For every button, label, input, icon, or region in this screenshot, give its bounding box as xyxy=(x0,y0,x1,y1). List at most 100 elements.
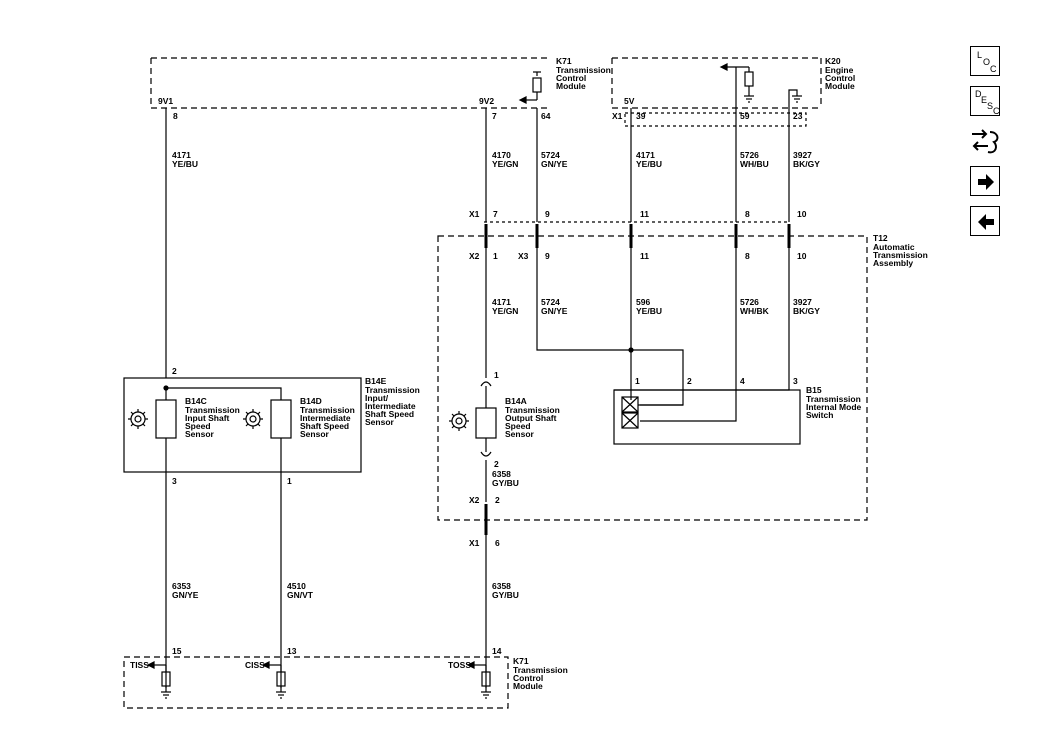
svg-text:X1: X1 xyxy=(469,538,480,548)
svg-text:11: 11 xyxy=(640,251,649,261)
svg-text:64: 64 xyxy=(541,111,551,121)
svg-text:6: 6 xyxy=(495,538,500,548)
connector-view-icon[interactable] xyxy=(970,124,1004,158)
svg-text:15: 15 xyxy=(172,646,182,656)
svg-text:GY/BU: GY/BU xyxy=(492,478,519,488)
toss-input-circuit xyxy=(466,661,491,699)
svg-text:Transmission: Transmission xyxy=(300,405,355,415)
svg-text:Module: Module xyxy=(825,81,855,91)
svg-text:1: 1 xyxy=(287,476,292,486)
svg-text:S: S xyxy=(987,101,993,111)
next-arrow-button[interactable] xyxy=(970,166,1000,196)
b14a-connector-bottom xyxy=(480,451,492,457)
svg-text:2: 2 xyxy=(687,376,692,386)
svg-text:Transmission: Transmission xyxy=(873,250,928,260)
svg-text:Sensor: Sensor xyxy=(505,429,535,439)
svg-text:13: 13 xyxy=(287,646,297,656)
svg-text:Input Shaft: Input Shaft xyxy=(185,413,230,423)
svg-text:9: 9 xyxy=(545,209,550,219)
svg-text:YE/BU: YE/BU xyxy=(636,306,662,316)
svg-text:Sensor: Sensor xyxy=(185,429,215,439)
svg-text:6353: 6353 xyxy=(172,581,191,591)
svg-text:10: 10 xyxy=(797,209,807,219)
t12-ref: T12 xyxy=(873,233,888,243)
svg-text:Automatic: Automatic xyxy=(873,242,915,252)
svg-text:Output Shaft: Output Shaft xyxy=(505,413,557,423)
svg-text:Module: Module xyxy=(556,81,586,91)
svg-text:Speed: Speed xyxy=(185,421,211,431)
svg-text:Transmission: Transmission xyxy=(556,65,611,75)
svg-text:1: 1 xyxy=(494,370,499,380)
svg-text:4: 4 xyxy=(740,376,745,386)
svg-text:X1: X1 xyxy=(469,209,480,219)
svg-text:5724: 5724 xyxy=(541,150,560,160)
svg-text:6358: 6358 xyxy=(492,469,511,479)
svg-text:Sensor: Sensor xyxy=(300,429,330,439)
x1-x2-connector xyxy=(484,224,791,248)
svg-text:3: 3 xyxy=(172,476,177,486)
svg-text:8: 8 xyxy=(745,209,750,219)
svg-text:1: 1 xyxy=(493,251,498,261)
svg-text:E: E xyxy=(981,95,987,105)
b14d-body xyxy=(270,399,292,439)
svg-text:Control: Control xyxy=(825,73,855,83)
svg-text:Switch: Switch xyxy=(806,410,833,420)
svg-text:D: D xyxy=(975,89,982,99)
svg-text:Shaft Speed: Shaft Speed xyxy=(300,421,349,431)
ciss-input-circuit xyxy=(261,661,286,699)
svg-text:GN/VT: GN/VT xyxy=(287,590,314,600)
svg-text:10: 10 xyxy=(797,251,807,261)
svg-text:WH/BK: WH/BK xyxy=(740,306,770,316)
k71-bottom-ref: K71 xyxy=(513,656,529,666)
svg-text:4171: 4171 xyxy=(492,297,511,307)
svg-text:Sensor: Sensor xyxy=(365,417,395,427)
svg-text:8: 8 xyxy=(173,111,178,121)
svg-text:14: 14 xyxy=(492,646,502,656)
svg-text:X2: X2 xyxy=(469,495,480,505)
k71-top-ref: K71 xyxy=(556,56,572,66)
wire-5726-mid xyxy=(640,248,737,422)
svg-text:YE/GN: YE/GN xyxy=(492,306,518,316)
loc-button[interactable]: L O C xyxy=(970,46,1000,76)
svg-text:YE/BU: YE/BU xyxy=(636,159,662,169)
svg-text:11: 11 xyxy=(640,209,649,219)
svg-text:YE/BU: YE/BU xyxy=(172,159,198,169)
svg-text:5726: 5726 xyxy=(740,297,759,307)
svg-text:Control: Control xyxy=(556,73,586,83)
svg-text:7: 7 xyxy=(492,111,497,121)
b15-switch-body xyxy=(613,389,801,445)
svg-text:Transmission: Transmission xyxy=(505,405,560,415)
svg-text:Intermediate: Intermediate xyxy=(365,401,416,411)
b15-ref: B15 xyxy=(806,385,822,395)
b14c-ref: B14C xyxy=(185,396,207,406)
k20-outline xyxy=(611,57,822,109)
svg-text:Transmission: Transmission xyxy=(365,385,420,395)
svg-text:8: 8 xyxy=(745,251,750,261)
svg-text:3927: 3927 xyxy=(793,150,812,160)
b14a-ref: B14A xyxy=(505,396,527,406)
ciss-label: CISS xyxy=(245,660,265,670)
gear-icon xyxy=(128,409,148,429)
svg-text:Speed: Speed xyxy=(505,421,531,431)
svg-text:5726: 5726 xyxy=(740,150,759,160)
svg-text:Internal Mode: Internal Mode xyxy=(806,402,862,412)
svg-text:GY/BU: GY/BU xyxy=(492,590,519,600)
b14a-connector-top xyxy=(480,381,492,387)
svg-text:L: L xyxy=(977,50,982,60)
toss-label: TOSS xyxy=(448,660,471,670)
desc-button[interactable]: D E S C xyxy=(970,86,1000,116)
svg-text:Transmission: Transmission xyxy=(513,665,568,675)
b14d-ref: B14D xyxy=(300,396,322,406)
wire-3927-mid xyxy=(614,248,790,391)
svg-text:59: 59 xyxy=(740,111,750,121)
previous-arrow-button[interactable] xyxy=(970,206,1000,236)
svg-text:7: 7 xyxy=(493,209,498,219)
svg-text:4171: 4171 xyxy=(636,150,655,160)
k71-bottom-outline xyxy=(123,656,509,709)
svg-text:3: 3 xyxy=(793,376,798,386)
b14a-body xyxy=(475,407,497,439)
svg-text:Input/: Input/ xyxy=(365,393,389,403)
svg-text:596: 596 xyxy=(636,297,650,307)
svg-text:GN/YE: GN/YE xyxy=(541,159,568,169)
svg-text:6358: 6358 xyxy=(492,581,511,591)
